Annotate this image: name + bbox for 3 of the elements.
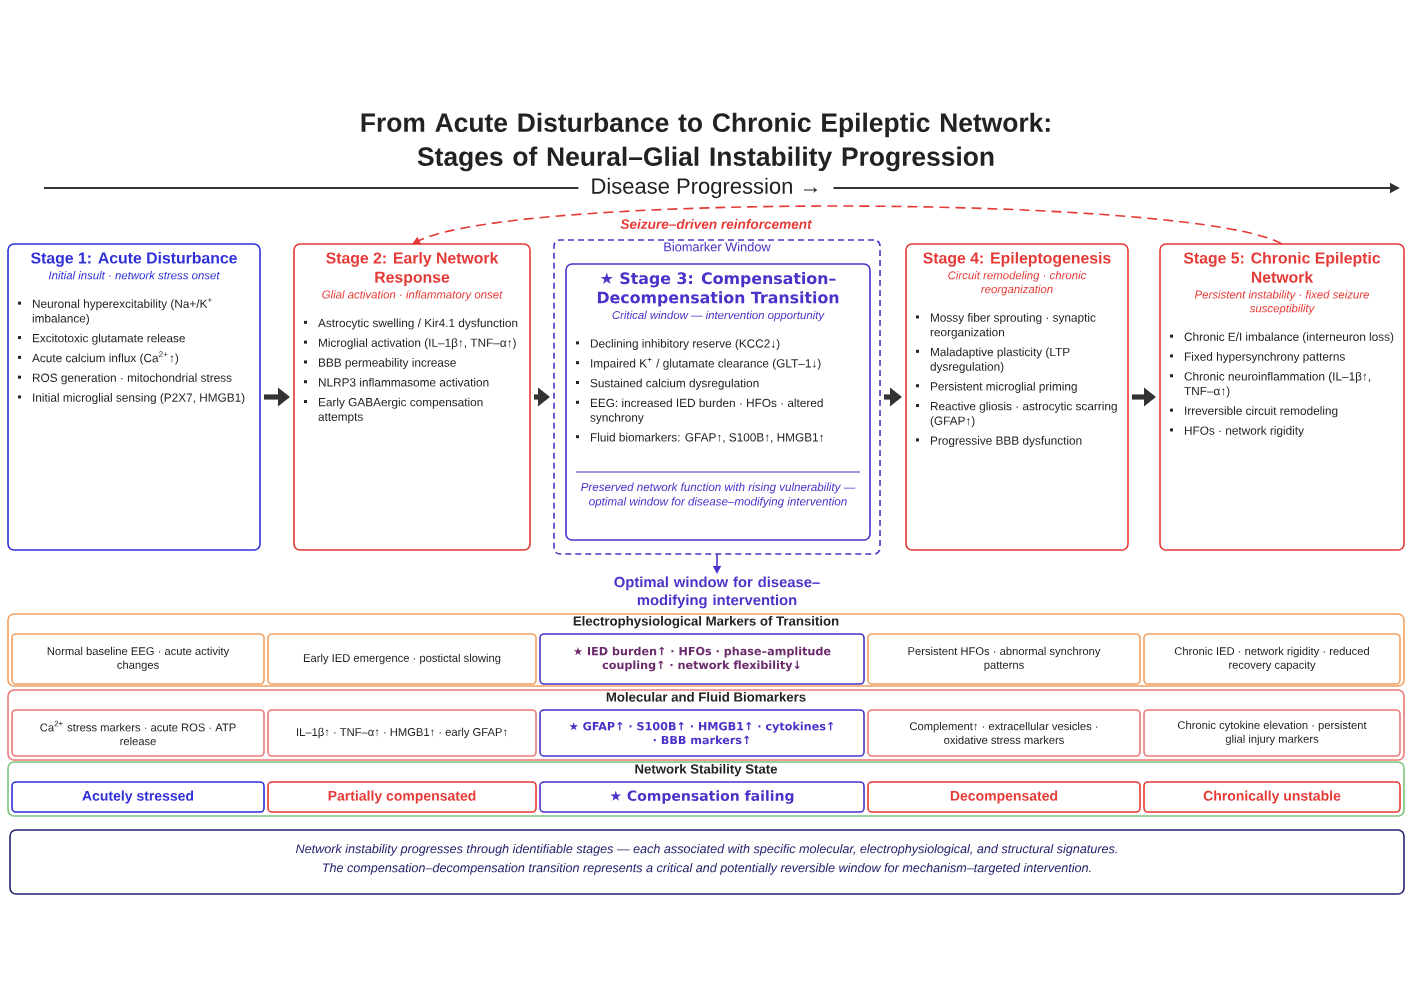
axis-label: Disease Progression → <box>578 171 834 205</box>
dashed-arrow <box>412 205 1283 245</box>
title: From Acute Disturbance to Chronic Epileptic Network: Stages of Neural–Glial Instability Progression <box>361 112 1050 172</box>
